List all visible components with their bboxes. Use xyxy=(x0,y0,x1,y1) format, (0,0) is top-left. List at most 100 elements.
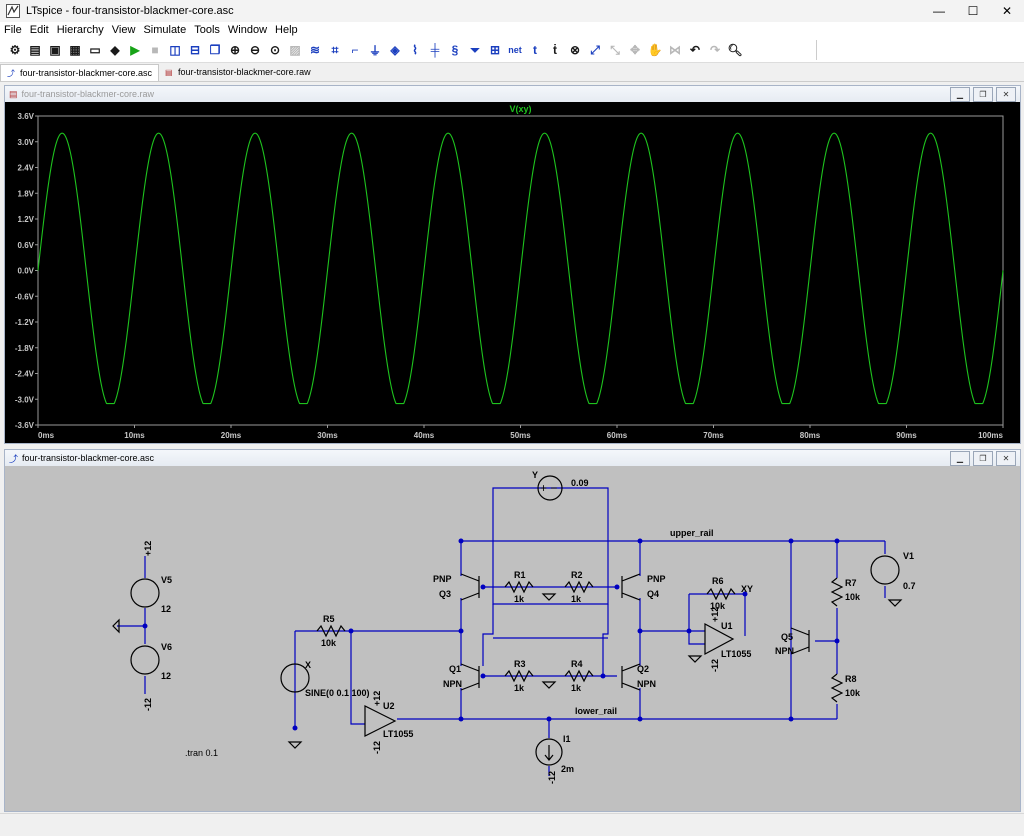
source-v6[interactable] xyxy=(130,645,160,675)
save-icon[interactable]: ▦ xyxy=(69,43,81,57)
tile-vertical-icon[interactable]: ⊟ xyxy=(189,43,201,57)
menu-edit[interactable]: Edit xyxy=(29,24,49,36)
undo-disabled-icon[interactable]: ✋ xyxy=(647,43,663,57)
zoom-out-icon[interactable]: ⊖ xyxy=(249,43,261,57)
transistor-q4[interactable] xyxy=(621,573,641,601)
label-xy: XY xyxy=(741,584,753,594)
delete-icon[interactable]: ⊗ xyxy=(569,43,581,57)
settings-icon[interactable]: ⚙ xyxy=(9,43,21,57)
resistor-r1[interactable] xyxy=(504,580,534,594)
label-r7-value: 10k xyxy=(845,592,861,602)
y-tick-label: 0.6V xyxy=(18,241,35,250)
cascade-icon[interactable]: ❐ xyxy=(209,43,221,57)
window-controls: — ☐ ✕ xyxy=(922,0,1024,22)
halt-icon[interactable]: ■ xyxy=(151,43,159,57)
resistor-r5[interactable] xyxy=(316,624,346,638)
spice-directive-icon[interactable]: ṫ xyxy=(553,43,557,57)
pan-icon[interactable]: ⌗ xyxy=(331,42,339,57)
opamp-u1[interactable] xyxy=(704,622,735,656)
tab-waveform[interactable]: ▤ four-transistor-blackmer-core.raw xyxy=(159,64,317,80)
label-r8: R8 xyxy=(845,674,857,684)
drag-icon[interactable]: ✥ xyxy=(629,43,641,57)
undo-icon[interactable]: ↶ xyxy=(689,43,701,57)
minimize-button[interactable]: — xyxy=(933,4,945,18)
menu-file[interactable]: File xyxy=(4,24,22,36)
run-icon[interactable]: ▶ xyxy=(130,43,140,57)
transistor-q1[interactable] xyxy=(460,663,480,691)
label-lower-rail: lower_rail xyxy=(575,706,617,716)
zoom-back-icon[interactable]: ▨ xyxy=(289,43,301,57)
redo-icon[interactable]: ↷ xyxy=(709,43,721,57)
waveform-minimize-button[interactable]: ▁ xyxy=(950,87,970,102)
source-y[interactable] xyxy=(537,475,563,501)
schematic-restore-button[interactable]: ❐ xyxy=(973,451,993,466)
opamp-u2[interactable] xyxy=(364,705,397,737)
x-tick-label: 50ms xyxy=(510,431,531,440)
resistor-r7[interactable] xyxy=(830,577,844,607)
duplicate-icon[interactable]: ⤢ xyxy=(590,42,600,57)
resistor-r2[interactable] xyxy=(564,580,594,594)
mirror-icon[interactable]: ⋈ xyxy=(669,43,681,57)
waveform-restore-button[interactable]: ❐ xyxy=(973,87,993,102)
resistor-icon[interactable]: ⌇ xyxy=(412,43,418,57)
source-v1[interactable] xyxy=(870,555,900,585)
tile-horizontal-icon[interactable]: ◫ xyxy=(169,43,181,57)
inductor-icon[interactable]: § xyxy=(451,43,459,57)
ground-icon[interactable]: ⏚ xyxy=(368,43,381,58)
source-i1[interactable] xyxy=(535,738,563,766)
label-q1-type: NPN xyxy=(443,679,462,689)
label-net-icon[interactable]: ◈ xyxy=(390,43,400,57)
label-r4: R4 xyxy=(571,659,583,669)
resistor-r6[interactable] xyxy=(706,587,736,601)
open-icon[interactable]: ▣ xyxy=(49,43,61,57)
transistor-q5[interactable] xyxy=(790,627,810,655)
hierarchy-icon[interactable]: ◆ xyxy=(110,43,120,57)
document-tabs: ⤴ four-transistor-blackmer-core.asc ▤ fo… xyxy=(0,63,1024,82)
transistor-q2[interactable] xyxy=(621,663,641,691)
diode-icon[interactable]: ⏷ xyxy=(470,42,480,57)
menu-simulate[interactable]: Simulate xyxy=(143,24,187,36)
spice-directive-tran[interactable]: .tran 0.1 xyxy=(185,748,218,758)
source-v5[interactable] xyxy=(130,578,160,608)
status-bar xyxy=(0,813,1024,836)
close-button[interactable]: ✕ xyxy=(1001,4,1013,18)
source-x[interactable] xyxy=(280,663,310,693)
menu-view[interactable]: View xyxy=(111,24,136,36)
label-x: X xyxy=(305,660,311,670)
wire-cross-left xyxy=(482,604,494,666)
maximize-button[interactable]: ☐ xyxy=(967,4,979,18)
menu-window[interactable]: Window xyxy=(227,24,268,36)
net-label-icon[interactable]: net xyxy=(508,45,522,55)
zoom-in-icon[interactable]: ⊕ xyxy=(229,43,241,57)
resistor-r4[interactable] xyxy=(564,669,594,683)
menu-tools[interactable]: Tools xyxy=(194,24,220,36)
waveform-close-button[interactable]: ✕ xyxy=(996,87,1016,102)
label-i1: I1 xyxy=(563,734,571,744)
y-tick-label: 1.8V xyxy=(18,189,35,198)
tab-schematic[interactable]: ⤴ four-transistor-blackmer-core.asc xyxy=(0,63,160,81)
autorange-icon[interactable]: ≋ xyxy=(309,43,321,57)
y-tick-label: 3.6V xyxy=(18,112,35,121)
label-r5-value: 10k xyxy=(321,638,337,648)
zoom-fit-icon[interactable]: ⊙ xyxy=(269,43,281,57)
open-folder-icon[interactable]: ▤ xyxy=(29,43,41,57)
resistor-r8[interactable] xyxy=(830,673,844,703)
label-q5-type: NPN xyxy=(775,646,794,656)
schematic-canvas[interactable]: + − Y 0.09 upper_rail lower_rail V1 0.7 … xyxy=(5,466,1020,811)
schematic-close-button[interactable]: ✕ xyxy=(996,451,1016,466)
wire-icon[interactable]: ⌐ xyxy=(351,43,359,57)
capacitor-icon[interactable]: ╪ xyxy=(430,43,440,57)
transistor-q3[interactable] xyxy=(460,573,480,601)
print-icon[interactable]: ▭ xyxy=(89,43,101,57)
component-icon[interactable]: ⊞ xyxy=(489,43,501,57)
find-icon[interactable]: 🔍︎ xyxy=(727,43,743,57)
menu-help[interactable]: Help xyxy=(275,24,298,36)
text-icon[interactable]: t xyxy=(533,43,537,57)
move-icon[interactable]: ⤡ xyxy=(610,42,620,57)
menu-hierarchy[interactable]: Hierarchy xyxy=(56,24,104,36)
resistor-r3[interactable] xyxy=(504,669,534,683)
wire-cross-right xyxy=(602,604,609,676)
ground-r1r2 xyxy=(541,593,557,601)
schematic-minimize-button[interactable]: ▁ xyxy=(950,451,970,466)
